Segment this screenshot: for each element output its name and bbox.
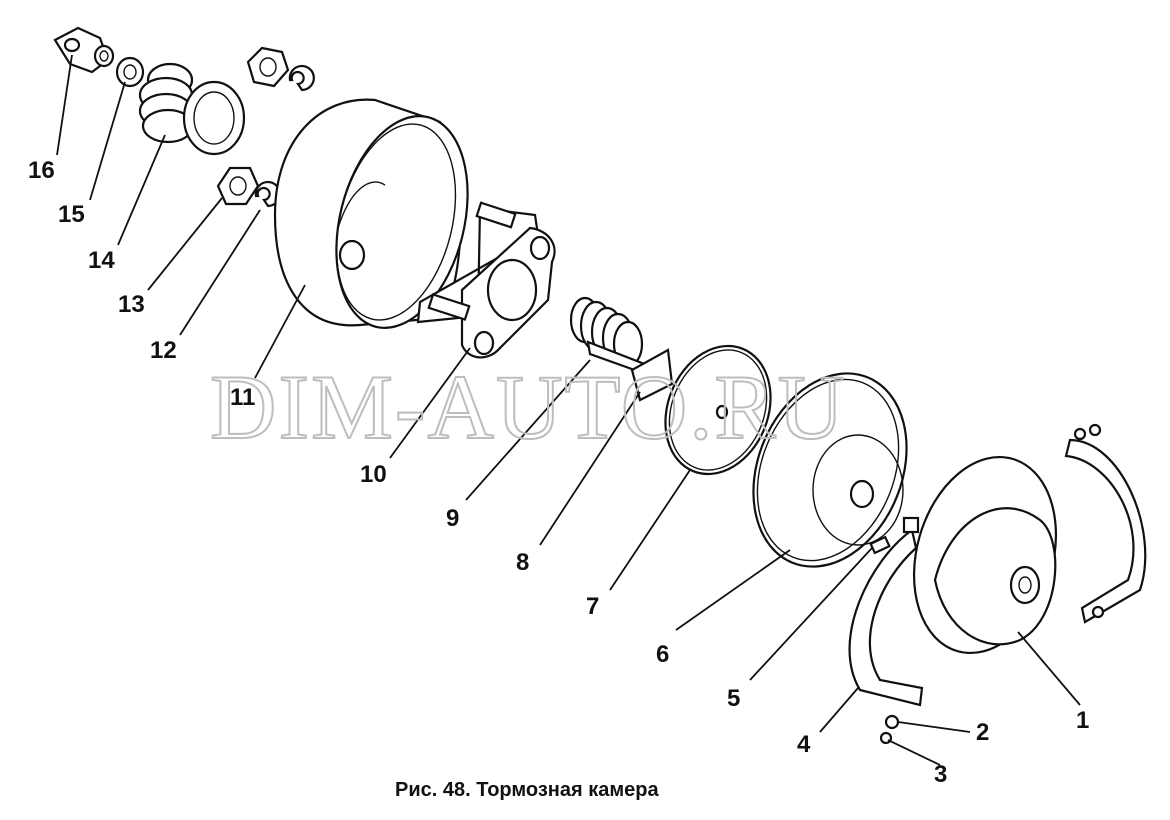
part-8-pushrod [586,340,674,402]
callout-6: 6 [656,641,669,668]
part-2-nut [884,714,900,730]
callout-1: 1 [1076,707,1089,734]
callout-4: 4 [797,731,811,758]
part-12-washer [254,180,281,208]
callout-16: 16 [28,157,55,184]
part-10-flange [416,201,556,359]
callout-9: 9 [446,505,459,532]
part-7-disc [664,344,772,476]
callout-15: 15 [58,201,85,228]
part-11-housing [273,98,469,329]
part-1-cover [912,455,1058,655]
callout-5: 5 [727,685,740,712]
part-4-clamp-ring [848,516,924,707]
callout-11: 11 [230,384,255,411]
part-13-nut [216,166,260,206]
part-9-spring [569,296,644,368]
callout-8: 8 [516,549,529,576]
callout-7: 7 [586,593,599,620]
part-6-diaphragm [752,372,908,568]
leader-lines [56,54,1081,766]
callout-2: 2 [976,719,989,746]
nut-washer-top [246,46,315,92]
callout-10: 10 [360,461,387,488]
clamp-ring-right [1064,423,1147,624]
part-14-boot [138,62,246,156]
watermark: DIM-AUTO.RU [210,356,846,458]
callout-12: 12 [150,337,177,364]
part-16-clevis [53,26,115,74]
callout-3: 3 [934,761,947,788]
callout-13: 13 [118,291,145,318]
callout-labels: 16 15 14 13 12 11 10 9 8 7 6 5 4 3 2 1 [28,157,1089,788]
callout-14: 14 [88,247,115,274]
figure-caption: Рис. 48. Тормозная камера [395,779,659,801]
part-5-bolt [869,535,891,555]
part-15-nut [115,56,145,88]
